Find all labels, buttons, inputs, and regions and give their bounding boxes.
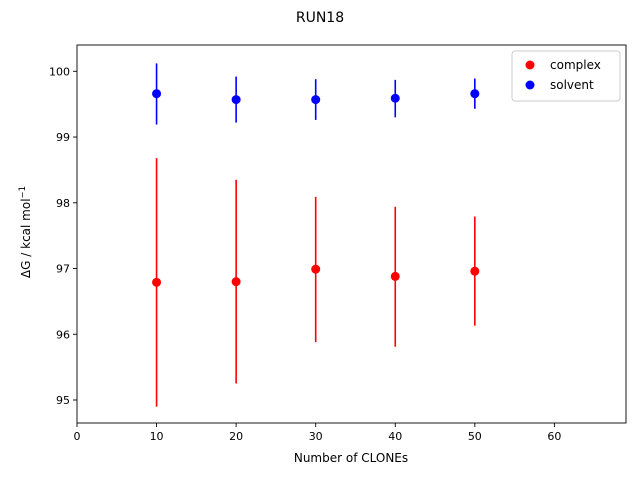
y-tick-label-1: 96 [56,328,70,341]
x-axis: 0 10 20 30 40 50 60 [74,423,561,443]
data-point-solvent-3 [390,93,400,103]
data-point-solvent-1 [231,95,241,105]
x-axis-label: Number of CLONEs [294,451,408,465]
y-axis-label-main: ΔG / kcal mol [19,198,33,278]
data-point-complex-3 [390,271,400,281]
plot-frame [76,44,627,424]
legend: complex solvent [511,50,621,102]
y-tick-label-4: 99 [56,131,70,144]
x-tick-label-1: 10 [150,430,164,443]
data-point-complex-1 [231,277,241,287]
legend-label-complex: complex [550,58,601,72]
plot-area [76,44,627,424]
x-tick-label-4: 40 [388,430,402,443]
legend-marker-complex [525,60,535,70]
y-tick-label-0: 95 [56,394,70,407]
y-axis: 95 96 97 98 99 100 [49,65,77,407]
data-point-complex-2 [311,264,321,274]
x-tick-label-3: 30 [309,430,323,443]
y-tick-label-3: 98 [56,197,70,210]
x-tick-label-5: 50 [468,430,482,443]
data-point-complex-4 [470,266,480,276]
y-axis-label: ΔG / kcal mol−1 [18,186,33,278]
y-tick-label-5: 100 [49,65,70,78]
x-tick-label-2: 20 [229,430,243,443]
data-point-solvent-0 [152,89,162,99]
legend-marker-solvent [525,80,535,90]
legend-box [511,50,621,102]
x-tick-label-0: 0 [74,430,81,443]
data-point-solvent-2 [311,95,321,105]
x-tick-label-6: 60 [547,430,561,443]
legend-label-solvent: solvent [550,78,594,92]
y-axis-label-superscript: −1 [18,186,28,199]
data-point-complex-0 [152,277,162,287]
chart-title: RUN18 [296,10,344,26]
y-tick-label-2: 97 [56,263,70,276]
data-point-solvent-4 [470,89,480,99]
